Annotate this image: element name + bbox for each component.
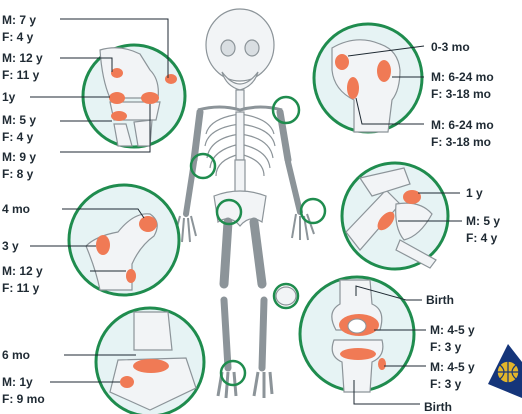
shoulder-humeral-head bbox=[335, 54, 349, 70]
label-hip-4mo: 4 mo bbox=[2, 202, 30, 216]
elbow-detail bbox=[30, 19, 185, 152]
label-elbow-f-4y-2: F: 4 y bbox=[2, 130, 34, 144]
label-wrist-1y: 1 y bbox=[466, 186, 483, 200]
label-shoulder-0-3mo: 0-3 mo bbox=[431, 40, 470, 54]
label-wrist-m-5y: M: 5 y bbox=[466, 214, 500, 228]
ankle-calcaneus bbox=[120, 376, 134, 388]
label-knee-m-4-5y-2: M: 4-5 y bbox=[430, 360, 475, 374]
knee-labels: Birth M: 4-5 y F: 3 y M: 4-5 y F: 3 y Bi… bbox=[424, 293, 475, 414]
hip-detail bbox=[30, 185, 179, 295]
label-elbow-m-9y: M: 9 y bbox=[2, 150, 36, 164]
label-shoulder-f-3-18mo-2: F: 3-18 mo bbox=[431, 135, 491, 149]
shoulder-greater-tuberosity bbox=[377, 60, 391, 82]
publisher-logo bbox=[488, 344, 522, 398]
label-elbow-f-11y: F: 11 y bbox=[2, 68, 40, 82]
elbow-radial-head bbox=[111, 111, 127, 121]
label-ankle-m-1y: M: 1y bbox=[2, 375, 33, 389]
wrist-detail bbox=[342, 163, 462, 269]
sternum bbox=[236, 112, 244, 160]
right-forearm bbox=[288, 162, 300, 212]
label-knee-birth-top: Birth bbox=[426, 293, 454, 307]
right-femur bbox=[254, 222, 262, 284]
shoulder-detail bbox=[314, 24, 424, 132]
elbow-lateral-epicondyle bbox=[165, 74, 177, 84]
label-elbow-f-8y: F: 8 y bbox=[2, 167, 34, 181]
label-knee-f-3y: F: 3 y bbox=[430, 340, 462, 354]
wrist-capitate bbox=[403, 190, 421, 204]
left-tibia bbox=[224, 300, 228, 368]
label-shoulder-m-6-24mo-2: M: 6-24 mo bbox=[431, 118, 494, 132]
right-foot bbox=[254, 372, 272, 398]
label-knee-m-4-5y: M: 4-5 y bbox=[430, 323, 475, 337]
label-wrist-f-4y: F: 4 y bbox=[466, 231, 498, 245]
elbow-capitellum bbox=[111, 68, 123, 78]
elbow-trochlea bbox=[141, 92, 159, 104]
shoulder-lesser-tuberosity bbox=[347, 77, 359, 99]
knee-proximal-tibia bbox=[340, 348, 376, 360]
hip-labels: 4 mo 3 y M: 12 y F: 11 y bbox=[2, 202, 43, 295]
label-shoulder-f-3-18mo: F: 3-18 mo bbox=[431, 87, 491, 101]
label-ankle-6mo: 6 mo bbox=[2, 348, 30, 362]
hip-femoral-head bbox=[139, 216, 157, 232]
neck-spine bbox=[236, 90, 244, 110]
knee-fibular-head bbox=[378, 358, 386, 370]
label-elbow-f-4y: F: 4 y bbox=[2, 30, 34, 44]
label-elbow-1y: 1y bbox=[2, 90, 16, 104]
label-elbow-m-7y: M: 7 y bbox=[2, 13, 36, 27]
elbow-medial bbox=[109, 92, 125, 104]
hip-greater-trochanter bbox=[96, 235, 110, 255]
label-elbow-m-12y: M: 12 y bbox=[2, 51, 43, 65]
left-femur bbox=[224, 222, 228, 284]
label-shoulder-m-6-24mo: M: 6-24 mo bbox=[431, 70, 494, 84]
label-elbow-m-5y: M: 5 y bbox=[2, 113, 36, 127]
ankle-labels: 6 mo M: 1y F: 9 mo bbox=[2, 348, 45, 406]
wrist-marker bbox=[301, 199, 325, 223]
label-hip-3y: 3 y bbox=[2, 239, 19, 253]
right-humerus bbox=[280, 112, 288, 160]
ankle-distal-tibia bbox=[133, 359, 169, 373]
hip-lesser-trochanter bbox=[126, 269, 136, 283]
label-hip-m-12y: M: 12 y bbox=[2, 264, 43, 278]
shoulder-labels: 0-3 mo M: 6-24 mo F: 3-18 mo M: 6-24 mo … bbox=[431, 40, 494, 149]
label-hip-f-11y: F: 11 y bbox=[2, 281, 40, 295]
ankle-detail bbox=[50, 308, 204, 414]
left-humerus bbox=[194, 112, 200, 160]
skull bbox=[206, 9, 274, 81]
knee-detail bbox=[300, 277, 426, 404]
label-knee-f-3y-2: F: 3 y bbox=[430, 377, 462, 391]
wrist-labels: 1 y M: 5 y F: 4 y bbox=[466, 186, 500, 245]
right-knee-cap bbox=[276, 287, 296, 305]
right-tibia bbox=[262, 300, 264, 368]
label-ankle-f-9mo: F: 9 mo bbox=[2, 392, 45, 406]
label-knee-birth-bottom: Birth bbox=[424, 400, 452, 414]
